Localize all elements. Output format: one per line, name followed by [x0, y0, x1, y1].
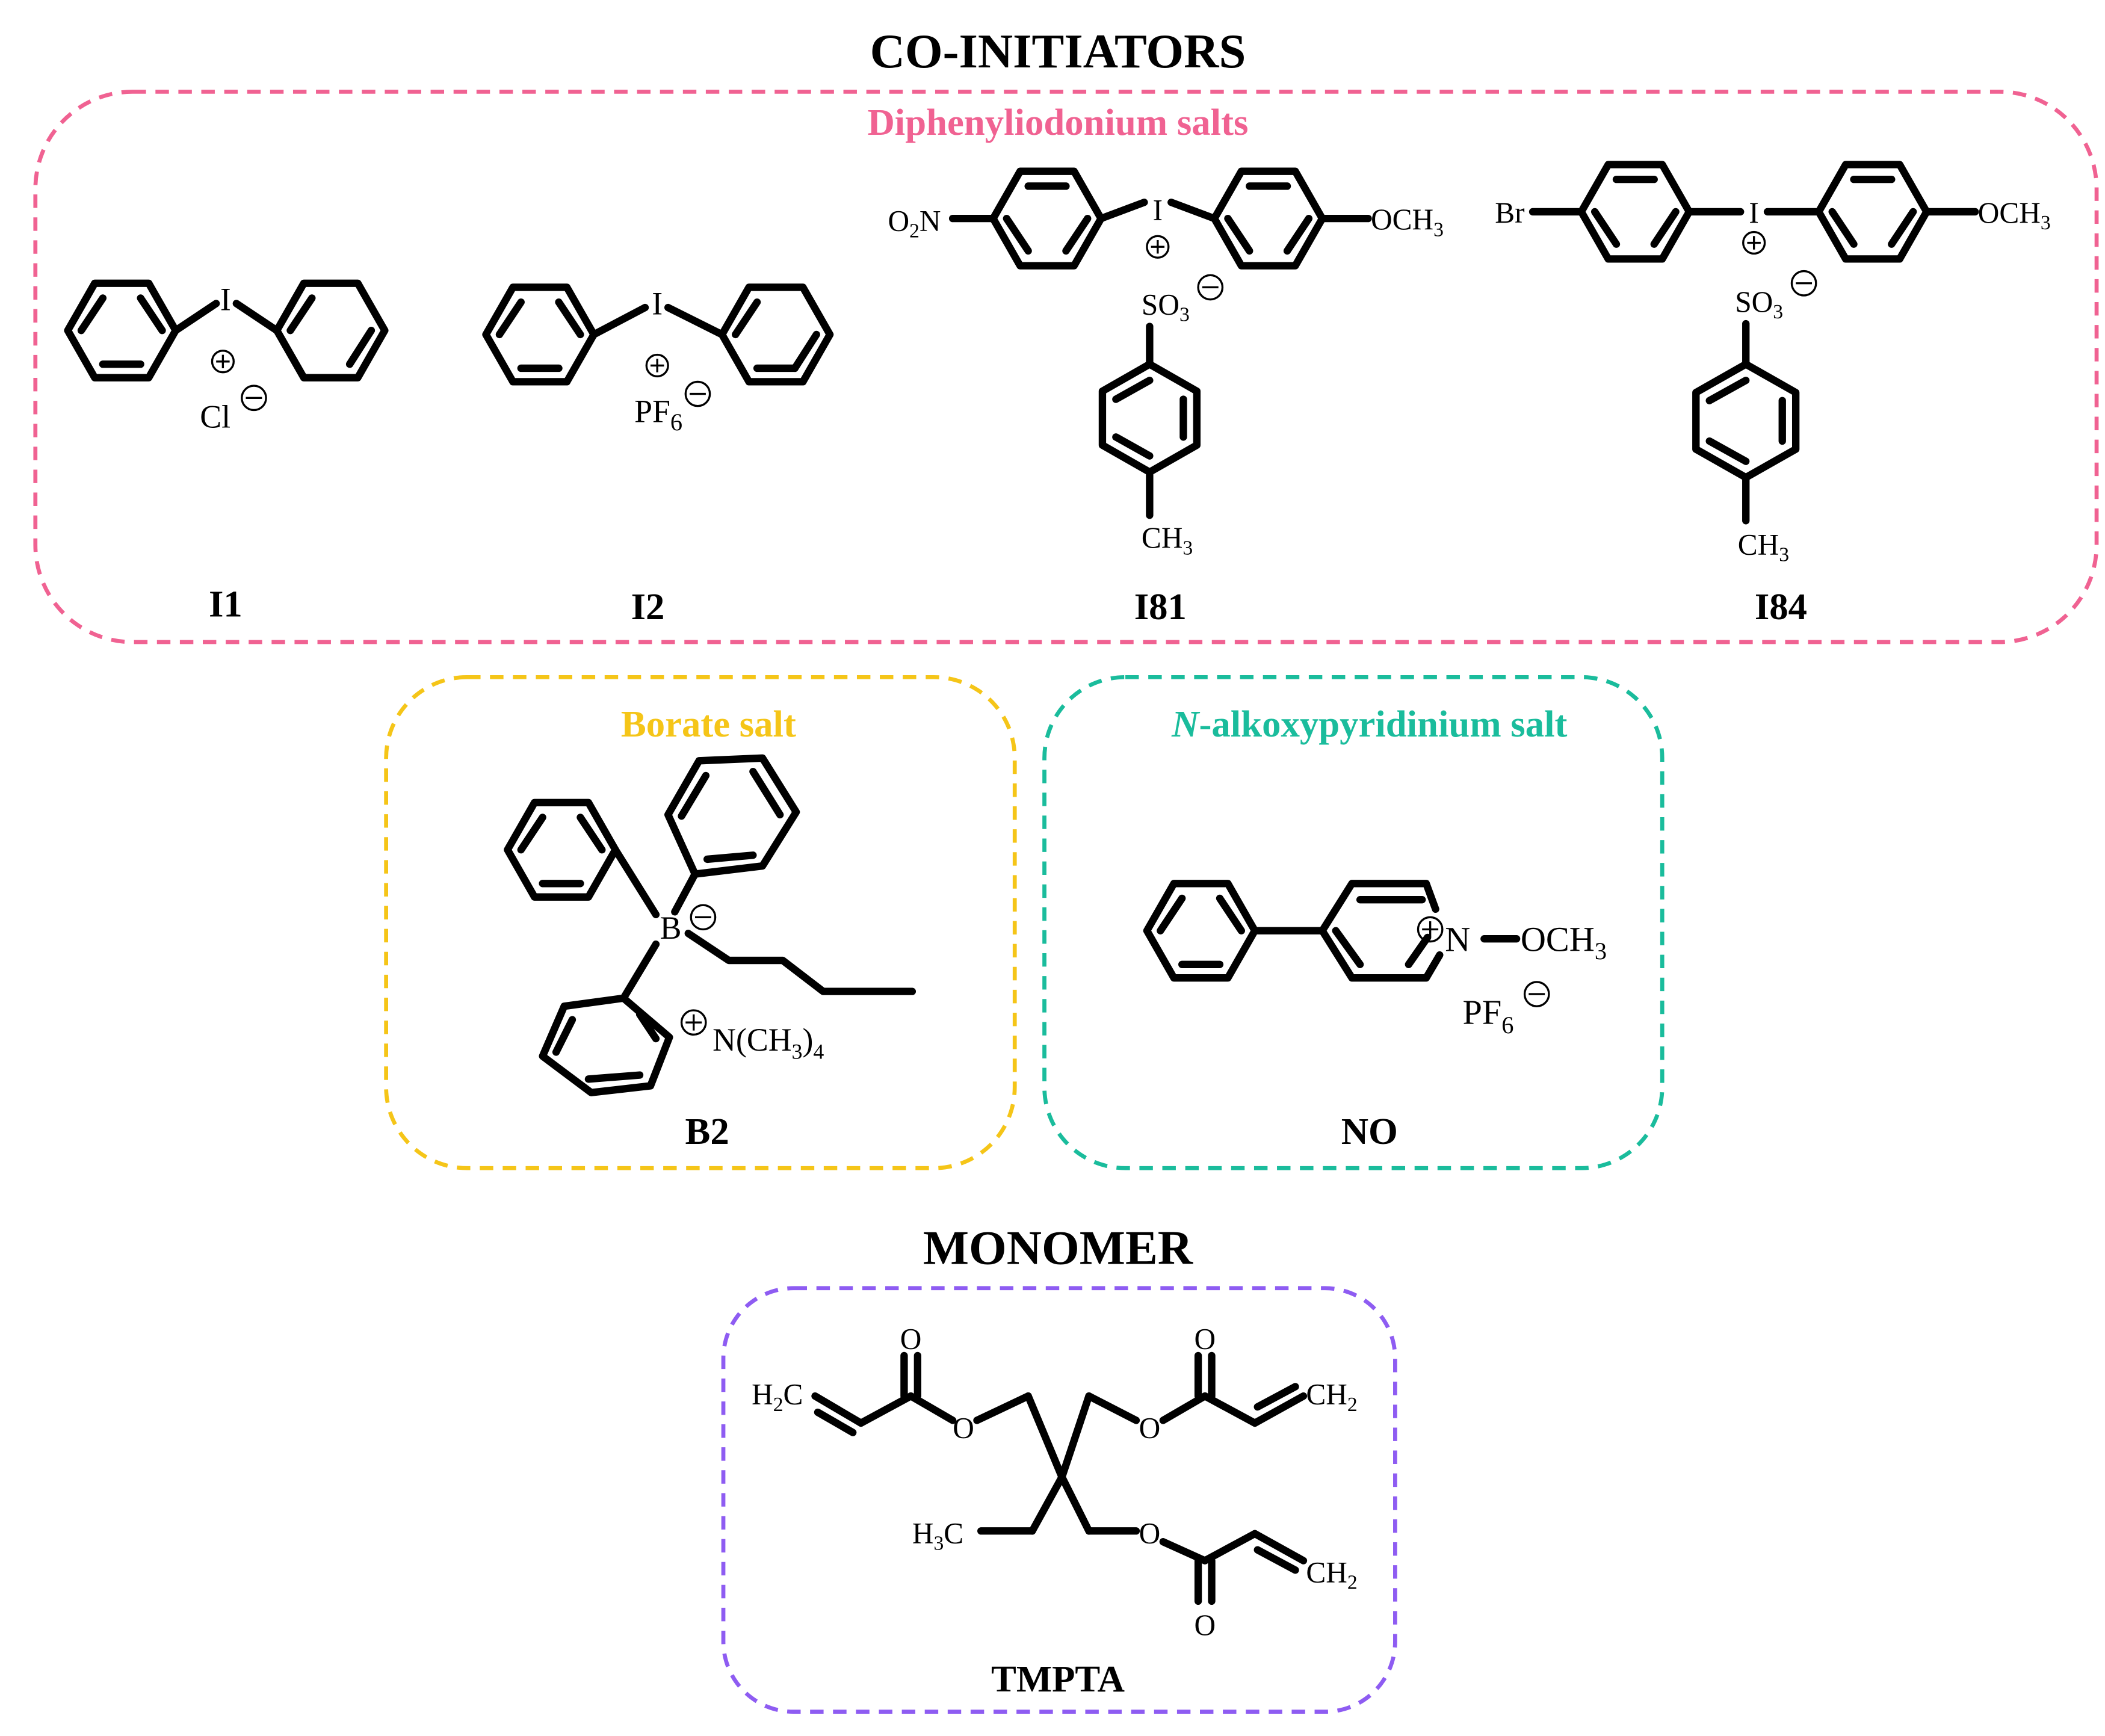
monomer-heading: MONOMER — [923, 1221, 1193, 1274]
i1-left-phenyl — [64, 279, 180, 381]
iodonium-group-title: Diphenyliodonium salts — [867, 101, 1248, 143]
tmpta-lower-vinyl-terminal: CH2 — [1306, 1555, 1357, 1593]
b2-boron-atom: B — [660, 910, 682, 946]
b2-label: B2 — [685, 1110, 729, 1152]
pyridinium-group-title: N-alkoxypyridinium salt — [1171, 703, 1567, 745]
b2-cation-charge — [680, 1009, 707, 1036]
no-pyridinium-ring — [1318, 880, 1444, 982]
i81-methoxy-group: OCH3 — [1371, 203, 1444, 241]
i2-anion-charge — [684, 380, 711, 407]
tmpta-left-carbonyl-oxygen: O — [900, 1323, 922, 1356]
coinitiators-heading: CO-INITIATORS — [870, 25, 1246, 78]
b2-anion-charge — [690, 904, 717, 931]
tmpta-left-ester-oxygen: O — [953, 1412, 974, 1445]
b2-lower-phenyl — [539, 994, 673, 1096]
i84-right-ring — [1815, 161, 1930, 263]
i81-nitro-group: O2N — [888, 204, 941, 242]
i81-cation-charge — [1146, 235, 1170, 259]
b2-top-phenyl — [664, 754, 800, 878]
no-label: NO — [1341, 1110, 1398, 1152]
compound-i81: O2N I OCH3 SO3 — [888, 167, 1444, 628]
i81-sulfonate-group: SO3 — [1142, 288, 1190, 326]
i2-cation-charge — [645, 353, 669, 378]
tmpta-left-vinyl-terminal: H2C — [752, 1378, 803, 1416]
no-methoxy-group: OCH3 — [1521, 919, 1607, 964]
monomer-group-box — [721, 1286, 1397, 1714]
i84-methyl-group: CH3 — [1738, 528, 1789, 566]
i84-bromo-group: Br — [1495, 196, 1524, 229]
tmpta-right-ester-oxygen: O — [1139, 1412, 1161, 1445]
b2-ammonium-cation: N(CH3)4 — [712, 1022, 824, 1063]
tmpta-lower-carbonyl-oxygen: O — [1195, 1608, 1216, 1642]
i2-counterion: PF6 — [634, 394, 682, 436]
i81-label: I81 — [1134, 585, 1187, 628]
i84-tosyl-ring — [1692, 360, 1800, 481]
borate-group-title: Borate salt — [621, 703, 796, 745]
no-nitrogen-atom: N — [1445, 919, 1470, 959]
compound-i84: Br I OCH3 SO3 C — [1495, 161, 2051, 628]
i84-left-ring — [1577, 161, 1693, 263]
i1-cation-charge — [211, 350, 235, 374]
i1-anion-charge — [241, 385, 267, 412]
i2-right-phenyl — [718, 283, 834, 386]
i84-label: I84 — [1755, 585, 1807, 628]
i1-right-phenyl — [273, 279, 389, 381]
i81-anion-charge — [1197, 274, 1224, 301]
compound-no: N OCH3 PF6 NO — [1143, 880, 1607, 1152]
i1-iodine-atom: I — [220, 282, 231, 318]
iodonium-group-box — [33, 90, 2099, 644]
i84-methoxy-group: OCH3 — [1978, 196, 2051, 234]
pyridinium-group-box — [1042, 675, 1665, 1170]
compound-tmpta: H2C O O O O CH2 H3C O O CH2 TM — [752, 1323, 1358, 1700]
compound-b2: B N(CH3)4 B2 — [504, 754, 916, 1152]
i81-right-ring — [1210, 167, 1326, 270]
i84-cation-charge — [1742, 230, 1766, 255]
b2-butyl-chain — [684, 930, 916, 995]
tmpta-lower-ester-oxygen: O — [1139, 1516, 1161, 1549]
i84-sulfonate-group: SO3 — [1735, 285, 1783, 323]
i1-counterion: Cl — [200, 399, 230, 435]
i81-tosyl-ring — [1098, 360, 1201, 476]
tmpta-right-carbonyl-oxygen: O — [1195, 1323, 1216, 1356]
b2-upper-left-phenyl — [504, 798, 619, 901]
borate-group-box — [384, 675, 1017, 1170]
no-anion-charge — [1523, 981, 1550, 1007]
i84-iodine-atom: I — [1749, 196, 1758, 229]
i2-label: I2 — [631, 585, 665, 628]
tmpta-right-vinyl-terminal: CH2 — [1306, 1378, 1357, 1416]
i81-iodine-atom: I — [1153, 193, 1163, 226]
compound-i1: I Cl I1 — [64, 279, 389, 625]
i81-methyl-group: CH3 — [1142, 521, 1193, 559]
tmpta-ethyl-methyl: H3C — [912, 1516, 963, 1554]
no-cation-charge — [1417, 916, 1444, 943]
no-counterion: PF6 — [1462, 992, 1513, 1039]
no-phenyl-ring — [1143, 880, 1259, 982]
i84-anion-charge — [1790, 270, 1817, 297]
i81-left-ring — [989, 167, 1105, 270]
i1-label: I1 — [209, 582, 243, 625]
tmpta-label: TMPTA — [991, 1658, 1125, 1700]
compound-i2: I PF6 I2 — [482, 283, 834, 628]
i2-iodine-atom: I — [652, 285, 663, 321]
i2-left-phenyl — [482, 283, 598, 386]
